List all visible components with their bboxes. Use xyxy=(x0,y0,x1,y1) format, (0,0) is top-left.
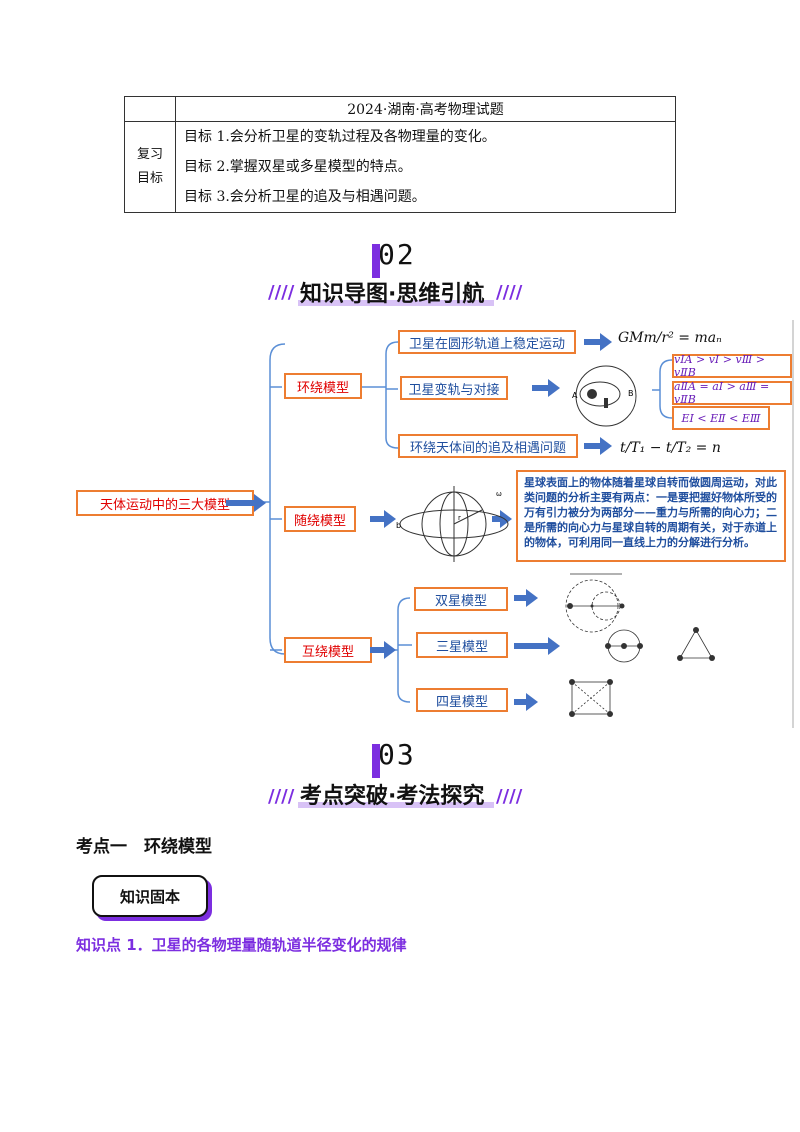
branch-huanrao: 环绕模型 xyxy=(284,373,362,399)
arrow-icon xyxy=(226,494,266,512)
hurao-item-triple: 三星模型 xyxy=(416,632,508,658)
hurao-item-binary: 双星模型 xyxy=(414,587,508,611)
knowledge-point-heading: 知识点 1．卫星的各物理量随轨道半径变化的规律 xyxy=(76,936,407,954)
arrow-icon xyxy=(584,437,612,455)
globe-diagram: b r ω xyxy=(396,486,509,562)
table-header: 2024·湖南·高考物理试题 xyxy=(175,96,676,122)
root-node: 天体运动中的三大模型 xyxy=(76,490,254,516)
goal-item: 目标 1.会分析卫星的变轨过程及各物理量的变化。 xyxy=(184,129,496,145)
table-corner xyxy=(124,96,176,122)
arrow-icon xyxy=(514,693,538,711)
result-velocity: vⅠA > vⅠ > vⅢ > vⅡB xyxy=(672,353,792,379)
section-number: 03 xyxy=(372,738,416,778)
branch-suirao: 随绕模型 xyxy=(284,506,356,532)
svg-text:B: B xyxy=(628,389,634,398)
knowledge-badge: 知识固本 xyxy=(92,875,208,917)
huanrao-item-stable: 卫星在圆形轨道上稳定运动 xyxy=(398,330,576,354)
kaodian-heading: 考点一 环绕模型 xyxy=(76,837,212,857)
result-acceleration: aⅡA = aⅠ > aⅢ = vⅡB xyxy=(672,380,792,406)
orbit-transfer-diagram: A B xyxy=(572,365,637,427)
quad-star-diagram xyxy=(569,679,613,717)
arrow-icon xyxy=(370,641,396,659)
review-goal-label: 复习 目标 xyxy=(124,121,176,213)
slash-decoration: //// xyxy=(268,282,295,303)
result-energy: EⅠ < EⅡ < EⅢ xyxy=(672,406,770,430)
arrow-icon xyxy=(584,333,612,351)
title-underline xyxy=(298,802,494,808)
section-title: 知识导图·思维引航 xyxy=(300,282,485,307)
arrow-icon xyxy=(514,589,538,607)
goal-item: 目标 2.掌握双星或多星模型的特点。 xyxy=(184,159,412,175)
branch-hurao: 互绕模型 xyxy=(284,637,372,663)
svg-text:r: r xyxy=(458,514,461,522)
arrow-icon xyxy=(370,510,396,528)
svg-text:A: A xyxy=(572,391,578,400)
binary-star-diagram xyxy=(565,573,625,633)
svg-text:ω: ω xyxy=(496,490,502,498)
huanrao-item-chase: 环绕天体间的追及相遇问题 xyxy=(398,434,578,458)
slash-decoration: //// xyxy=(496,786,523,807)
huanrao-item-transfer: 卫星变轨与对接 xyxy=(400,376,508,400)
section-number: 02 xyxy=(372,238,416,278)
goal-item: 目标 3.会分析卫星的追及与相遇问题。 xyxy=(184,189,426,205)
slash-decoration: //// xyxy=(268,786,295,807)
title-underline xyxy=(298,300,494,306)
goals-table: 2024·湖南·高考物理试题 复习 目标 目标 1.会分析卫星的变轨过程及各物理… xyxy=(124,96,676,213)
arrow-icon xyxy=(492,510,512,528)
hurao-item-quad: 四星模型 xyxy=(416,688,508,712)
svg-text:b: b xyxy=(396,521,401,530)
suirao-info-box: 星球表面上的物体随着星球自转而做圆周运动，对此类问题的分析主要有两点：一是要把握… xyxy=(516,470,786,562)
formula-chase: t/T₁ − t/T₂ = n xyxy=(620,440,721,456)
arrow-icon xyxy=(532,379,560,397)
triple-star-diagram xyxy=(605,627,715,663)
slash-decoration: //// xyxy=(496,282,523,303)
goals-list: 目标 1.会分析卫星的变轨过程及各物理量的变化。 目标 2.掌握双星或多星模型的… xyxy=(175,121,676,213)
formula-centripetal: GMm/r² = maₙ xyxy=(618,330,722,346)
arrow-icon xyxy=(514,637,560,655)
section-title: 考点突破·考法探究 xyxy=(300,784,485,809)
